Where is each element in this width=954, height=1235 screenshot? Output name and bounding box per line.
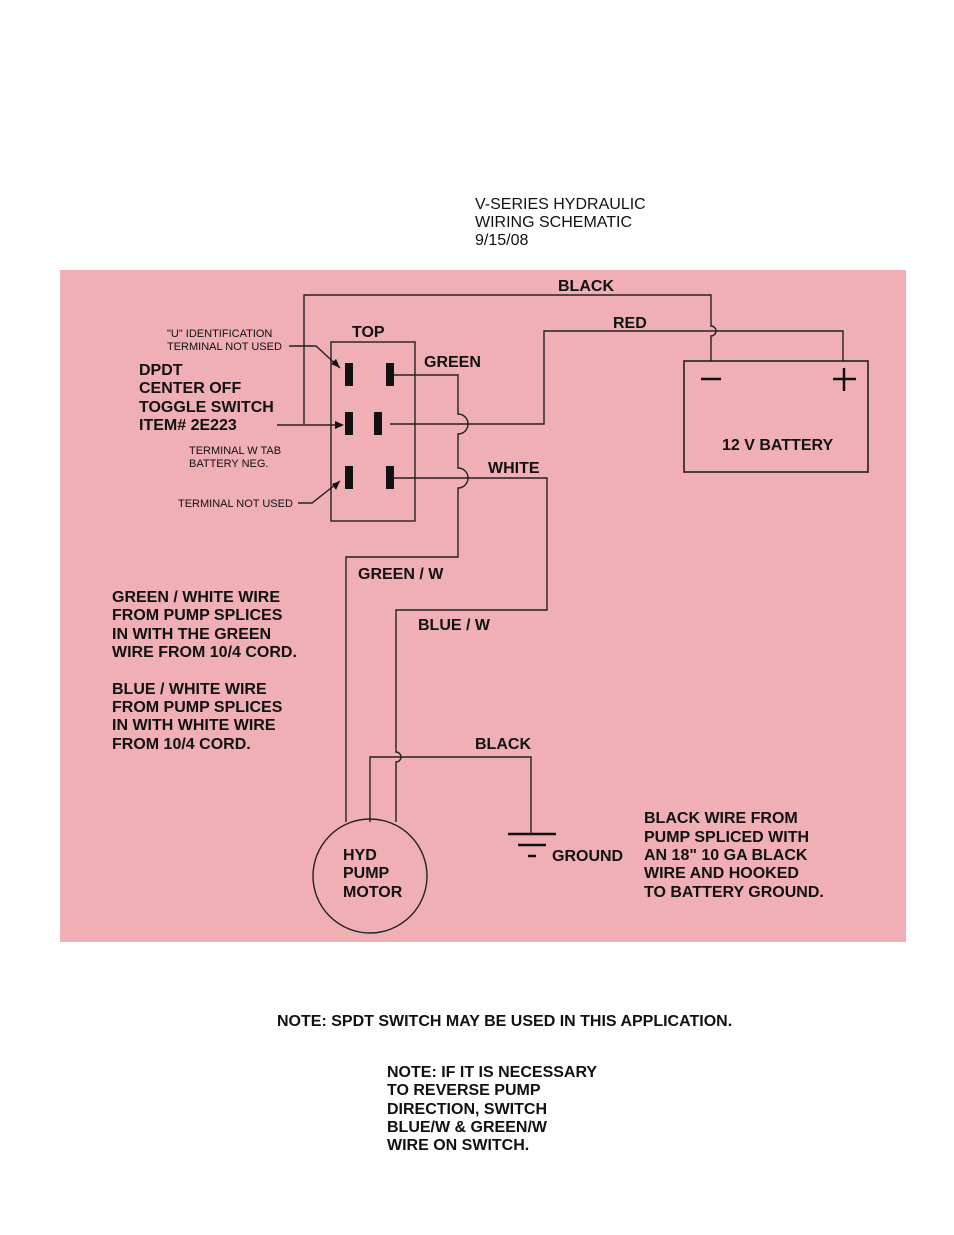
- wire-label-white: WHITE: [488, 460, 540, 477]
- note-reverse-line4: BLUE/W & GREEN/W: [387, 1119, 548, 1136]
- note-green-line2: FROM PUMP SPLICES: [112, 607, 283, 624]
- wire-label-green-w: GREEN / W: [358, 566, 444, 583]
- header-title-line2: WIRING SCHEMATIC: [475, 214, 632, 231]
- pump-motor-circle: [312, 818, 428, 934]
- switch-terminal-middle-right: [374, 412, 382, 435]
- note-green-line3: IN WITH THE GREEN: [112, 626, 271, 643]
- header-date: 9/15/08: [475, 232, 528, 249]
- battery-box: [683, 360, 869, 473]
- switch-terminal-top-right: [386, 363, 394, 386]
- note-reverse-line3: DIRECTION, SWITCH: [387, 1101, 547, 1118]
- switch-terminal-bottom-left: [345, 466, 353, 489]
- battery-label: 12 V BATTERY: [722, 437, 833, 454]
- motor-label-line3: MOTOR: [343, 884, 403, 901]
- leader-u-identification: [289, 345, 341, 369]
- switch-title-line1: DPDT: [139, 362, 183, 379]
- note-blue-line4: FROM 10/4 CORD.: [112, 736, 251, 753]
- switch-terminal-bottom-right: [386, 466, 394, 489]
- switch-title-line2: CENTER OFF: [139, 380, 241, 397]
- leader-terminal-not-used: [298, 480, 341, 504]
- wire-label-green: GREEN: [424, 354, 481, 371]
- note-green-line1: GREEN / WHITE WIRE: [112, 589, 280, 606]
- leader-arrow-unused: [332, 481, 340, 490]
- switch-top-label: TOP: [352, 324, 385, 341]
- wire-label-black-ground: BLACK: [475, 736, 531, 753]
- wire-label-blue-w: BLUE / W: [418, 617, 491, 634]
- note-black-line2: PUMP SPLICED WITH: [644, 829, 809, 846]
- note-reverse-line1: NOTE: IF IT IS NECESSARY: [387, 1064, 597, 1081]
- leader-arrow-switch: [335, 421, 344, 429]
- note-black-line1: BLACK WIRE FROM: [644, 810, 798, 827]
- note-reverse-line2: TO REVERSE PUMP: [387, 1082, 541, 1099]
- switch-terminal-top-left: [345, 363, 353, 386]
- note-reverse-line5: WIRE ON SWITCH.: [387, 1137, 529, 1154]
- wire-label-black-top: BLACK: [558, 278, 614, 295]
- note-terminal-not-used: TERMINAL NOT USED: [178, 498, 293, 510]
- note-tab-line1: TERMINAL W TAB: [189, 445, 281, 457]
- leader-arrow-u: [331, 359, 340, 368]
- note-black-line5: TO BATTERY GROUND.: [644, 884, 824, 901]
- note-u-line1: "U" IDENTIFICATION: [167, 328, 272, 340]
- motor-label-line2: PUMP: [343, 865, 390, 882]
- wire-label-red: RED: [613, 315, 647, 332]
- note-black-line3: AN 18" 10 GA BLACK: [644, 847, 808, 864]
- note-u-line2: TERMINAL NOT USED: [167, 341, 282, 353]
- note-black-line4: WIRE AND HOOKED: [644, 865, 799, 882]
- note-tab-line2: BATTERY NEG.: [189, 458, 268, 470]
- switch-title-line3: TOGGLE SWITCH: [139, 399, 274, 416]
- note-blue-line1: BLUE / WHITE WIRE: [112, 681, 267, 698]
- header-title-line1: V-SERIES HYDRAULIC: [475, 196, 646, 213]
- note-spdt: NOTE: SPDT SWITCH MAY BE USED IN THIS AP…: [277, 1013, 732, 1030]
- schematic-panel: [60, 270, 906, 942]
- wire-white: [390, 477, 548, 822]
- wire-red-battery-pos: [390, 330, 844, 425]
- wire-black-ground: [369, 756, 532, 834]
- note-blue-line2: FROM PUMP SPLICES: [112, 699, 283, 716]
- wire-black-battery-neg: [303, 294, 717, 424]
- ground-label: GROUND: [552, 848, 623, 865]
- switch-title-line4: ITEM# 2E223: [139, 417, 237, 434]
- toggle-switch-body: [330, 341, 416, 522]
- note-green-line4: WIRE FROM 10/4 CORD.: [112, 644, 297, 661]
- switch-terminal-middle-left: [345, 412, 353, 435]
- wire-green: [345, 374, 469, 822]
- note-blue-line3: IN WITH WHITE WIRE: [112, 717, 276, 734]
- motor-label-line1: HYD: [343, 847, 377, 864]
